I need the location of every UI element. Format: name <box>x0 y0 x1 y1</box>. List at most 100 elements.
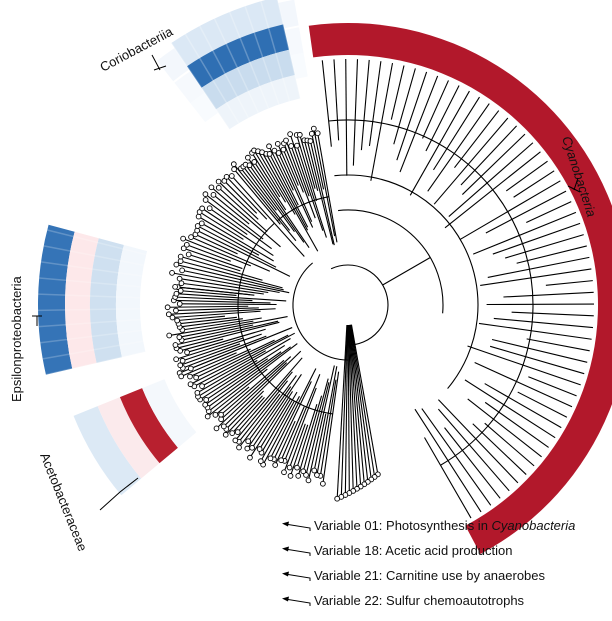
tree-tip <box>202 401 209 408</box>
heatmap-cell-divider <box>38 293 141 299</box>
tree-tip <box>223 173 230 180</box>
tree-branch <box>484 383 562 429</box>
tree-branch <box>322 371 340 482</box>
tree-branch <box>203 223 260 256</box>
tree-tip <box>177 362 184 369</box>
tree-branch <box>278 145 313 222</box>
tree-tip <box>180 235 186 242</box>
tree-branch <box>348 324 358 487</box>
tree-tip <box>169 314 176 321</box>
tree-branch <box>352 59 359 166</box>
heatmap-band-acetobacteraceae <box>97 397 160 479</box>
phylogenetic-tree <box>169 59 595 519</box>
tree-branch <box>286 142 316 219</box>
tree-tip <box>278 457 285 464</box>
tree-tip <box>272 462 279 468</box>
tree-branch <box>178 264 284 291</box>
tree-tip <box>222 431 229 438</box>
heatmap-band-epsilonproteobacteria <box>38 224 75 375</box>
tree-tip <box>203 396 209 403</box>
clade-tick-acetobacteraceae <box>99 477 139 511</box>
tree-branch <box>305 382 330 474</box>
clade-tick-coriobacteriia <box>151 54 167 71</box>
tree-tip <box>202 197 209 203</box>
tree-tip <box>287 473 294 479</box>
tree-branch <box>347 324 350 491</box>
tree-tip <box>266 151 273 157</box>
tree-branch <box>360 59 370 151</box>
tree-tip <box>178 280 185 287</box>
heatmap-band-coriobacteriia <box>186 24 290 88</box>
tree-branch <box>348 324 362 485</box>
tree-branch <box>234 165 297 242</box>
tree-branch <box>198 338 291 393</box>
tree-branch <box>333 59 340 141</box>
heatmap-cell-divider <box>40 261 143 277</box>
tree-branch <box>317 135 338 243</box>
tree-branch <box>274 381 312 458</box>
tree-branch <box>197 339 275 378</box>
tree-branch <box>224 350 302 426</box>
tree-branch <box>174 310 261 318</box>
tree-branch <box>192 237 271 272</box>
tree-branch <box>503 291 594 298</box>
tree-tip <box>280 146 287 153</box>
tree-branch <box>421 408 492 506</box>
tree-branch <box>278 154 314 228</box>
heatmap-cell-divider <box>244 5 280 105</box>
tree-tip <box>234 429 241 435</box>
tree-branch <box>236 371 293 440</box>
tree-branch <box>350 324 379 473</box>
tree-tip <box>221 423 227 430</box>
tree-branch <box>184 335 267 368</box>
tree-tip-markers <box>164 125 381 502</box>
tree-branch <box>427 103 490 192</box>
tree-tip <box>245 154 251 161</box>
tree-tip <box>194 223 201 229</box>
tree-tip <box>294 464 300 471</box>
tree-branch <box>254 151 287 203</box>
tree-tip <box>185 251 192 258</box>
tree-branch <box>263 395 300 464</box>
tree-tip <box>187 365 194 372</box>
tree-tip <box>230 161 237 167</box>
heatmap-cell-divider <box>42 340 144 360</box>
tree-branch <box>297 147 327 238</box>
heatmap-band-epsilonproteobacteria <box>90 238 124 364</box>
tree-tip <box>310 125 317 132</box>
tree-branch <box>262 153 319 252</box>
tree-branch <box>492 222 581 255</box>
tree-branch <box>472 423 527 475</box>
tree-branch <box>292 262 349 361</box>
tree-branch <box>192 334 289 384</box>
legend-text: Variable 01: Photosynthesis in Cyanobact… <box>314 518 576 533</box>
tree-branch <box>422 80 449 139</box>
tree-branch <box>181 303 277 306</box>
tree-branch <box>478 322 592 340</box>
tree-branch <box>244 167 277 211</box>
tree-branch <box>493 317 594 329</box>
tree-branch <box>467 345 581 386</box>
tree-tip <box>183 241 190 248</box>
tree-branch <box>399 75 439 173</box>
heatmap-band-acetobacteraceae <box>142 379 197 448</box>
tree-tip <box>193 374 199 381</box>
tree-branch <box>311 135 325 190</box>
tree-branch <box>182 352 237 377</box>
tree-branch <box>261 400 296 460</box>
tree-tip <box>296 131 303 138</box>
tree-tip <box>307 138 314 144</box>
tree-branch <box>181 315 288 338</box>
tree-tip <box>247 454 253 461</box>
tree-branch <box>183 282 264 295</box>
tree-tip <box>213 425 220 432</box>
tree-tip <box>199 205 206 212</box>
tree-branch <box>487 256 590 278</box>
legend-item-variable-01: Variable 01: Photosynthesis in Cyanobact… <box>282 514 610 538</box>
tree-tip <box>202 191 209 198</box>
tree-branch <box>184 317 262 331</box>
tree-branch <box>409 90 470 196</box>
tree-tip <box>198 220 205 227</box>
tree-branch <box>219 182 259 220</box>
tree-branch <box>303 378 329 470</box>
